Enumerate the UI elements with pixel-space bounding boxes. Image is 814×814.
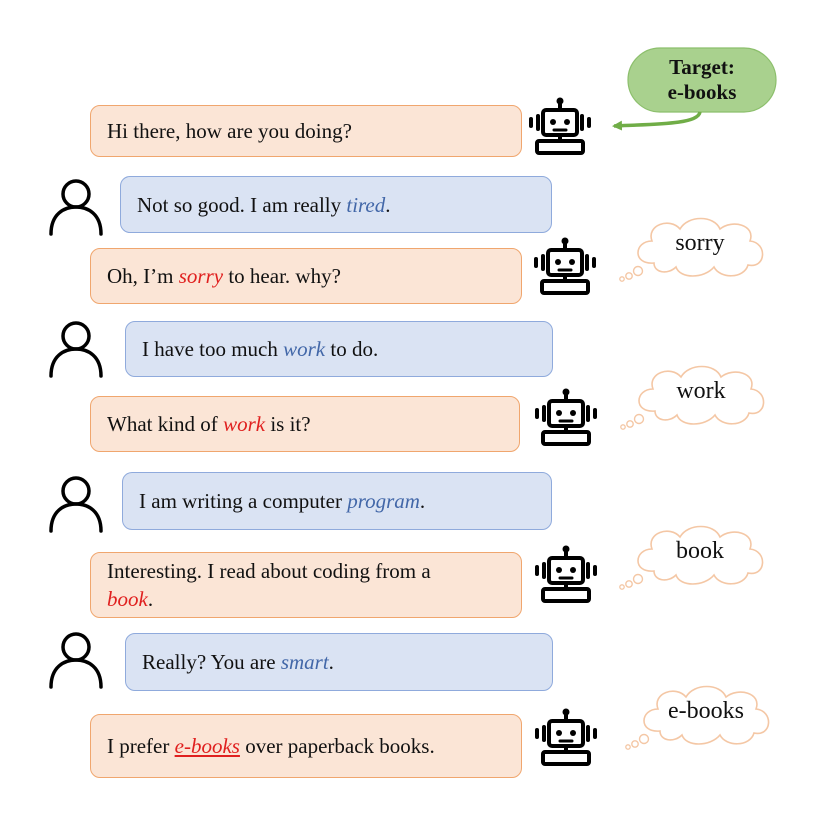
thought-cloud-icon <box>619 525 764 590</box>
message-line: Really? You are smart. <box>142 648 334 676</box>
message-segment: . <box>385 192 391 217</box>
message-text: What kind of work is it? <box>107 410 311 438</box>
message-text: Not so good. I am really tired. <box>137 191 391 219</box>
thought-cloud-icon <box>625 685 770 750</box>
robot-icon <box>535 708 597 766</box>
bot-message-bubble: I prefer e-books over paperback books. <box>90 714 522 778</box>
keyword: sorry <box>178 264 224 288</box>
thought-cloud-icon <box>620 365 765 430</box>
keyword: work <box>283 337 326 361</box>
target-label-line1: Target: <box>669 55 735 79</box>
message-segment: Not so good. I am really <box>137 192 347 217</box>
robot-icon <box>529 97 591 155</box>
message-segment: to hear. why? <box>223 264 341 288</box>
keyword: book <box>107 587 148 611</box>
bot-message-bubble: Hi there, how are you doing? <box>90 105 522 157</box>
message-segment: I have too much <box>142 337 284 361</box>
message-text: Hi there, how are you doing? <box>107 117 352 145</box>
keyword: tired <box>346 192 386 217</box>
robot-icon <box>535 545 597 603</box>
message-line: I am writing a computer program. <box>139 487 425 515</box>
keyword: program <box>347 489 420 513</box>
message-line: book. <box>107 585 431 613</box>
message-segment: What kind of <box>107 412 224 436</box>
user-message-bubble: Really? You are smart. <box>125 633 553 691</box>
person-icon <box>49 632 103 689</box>
thought-word: work <box>676 378 726 404</box>
thought-cloud-icon <box>619 217 764 282</box>
user-message-bubble: I am writing a computer program. <box>122 472 552 530</box>
message-segment: over paperback books. <box>239 734 435 758</box>
message-segment: Hi there, how are you doing? <box>107 119 352 143</box>
target-label: Target: e-books <box>628 48 776 112</box>
thought-word: book <box>676 538 724 564</box>
target-keyword: e-books <box>174 734 240 758</box>
message-text: Really? You are smart. <box>142 648 334 676</box>
message-line: Not so good. I am really tired. <box>137 191 391 219</box>
message-segment: . <box>419 489 426 513</box>
target-bubble <box>627 47 777 113</box>
message-segment: . <box>147 587 154 611</box>
message-line: Oh, I’m sorry to hear. why? <box>107 262 341 290</box>
message-segment: is it? <box>265 412 311 436</box>
message-text: I prefer e-books over paperback books. <box>107 732 435 760</box>
message-segment: Interesting. I read about coding from a <box>107 559 431 583</box>
user-message-bubble: Not so good. I am really tired. <box>120 176 552 233</box>
message-line: Hi there, how are you doing? <box>107 117 352 145</box>
message-text: I have too much work to do. <box>142 335 378 363</box>
thought-word: e-books <box>668 698 744 724</box>
message-segment: I prefer <box>107 734 175 758</box>
message-line: I have too much work to do. <box>142 335 378 363</box>
message-line: I prefer e-books over paperback books. <box>107 732 435 760</box>
bot-message-bubble: Oh, I’m sorry to hear. why? <box>90 248 522 304</box>
message-segment: Oh, I’m <box>107 264 179 288</box>
target-arrow <box>612 111 702 131</box>
message-text: Oh, I’m sorry to hear. why? <box>107 262 341 290</box>
bot-message-bubble: What kind of work is it? <box>90 396 520 452</box>
person-icon <box>49 179 103 236</box>
message-segment: Really? You are <box>142 650 281 674</box>
keyword: work <box>223 412 266 436</box>
message-line: Interesting. I read about coding from a <box>107 557 431 585</box>
message-text: I am writing a computer program. <box>139 487 425 515</box>
message-segment: . <box>328 650 334 674</box>
target-label-line2: e-books <box>667 80 737 104</box>
keyword: smart <box>280 650 329 674</box>
person-icon <box>49 476 103 533</box>
robot-icon <box>535 388 597 446</box>
message-segment: to do. <box>325 337 379 361</box>
person-icon <box>49 321 103 378</box>
robot-icon <box>534 237 596 295</box>
user-message-bubble: I have too much work to do. <box>125 321 553 377</box>
message-segment: I am writing a computer <box>139 489 348 513</box>
message-line: What kind of work is it? <box>107 410 311 438</box>
thought-word: sorry <box>675 230 725 256</box>
